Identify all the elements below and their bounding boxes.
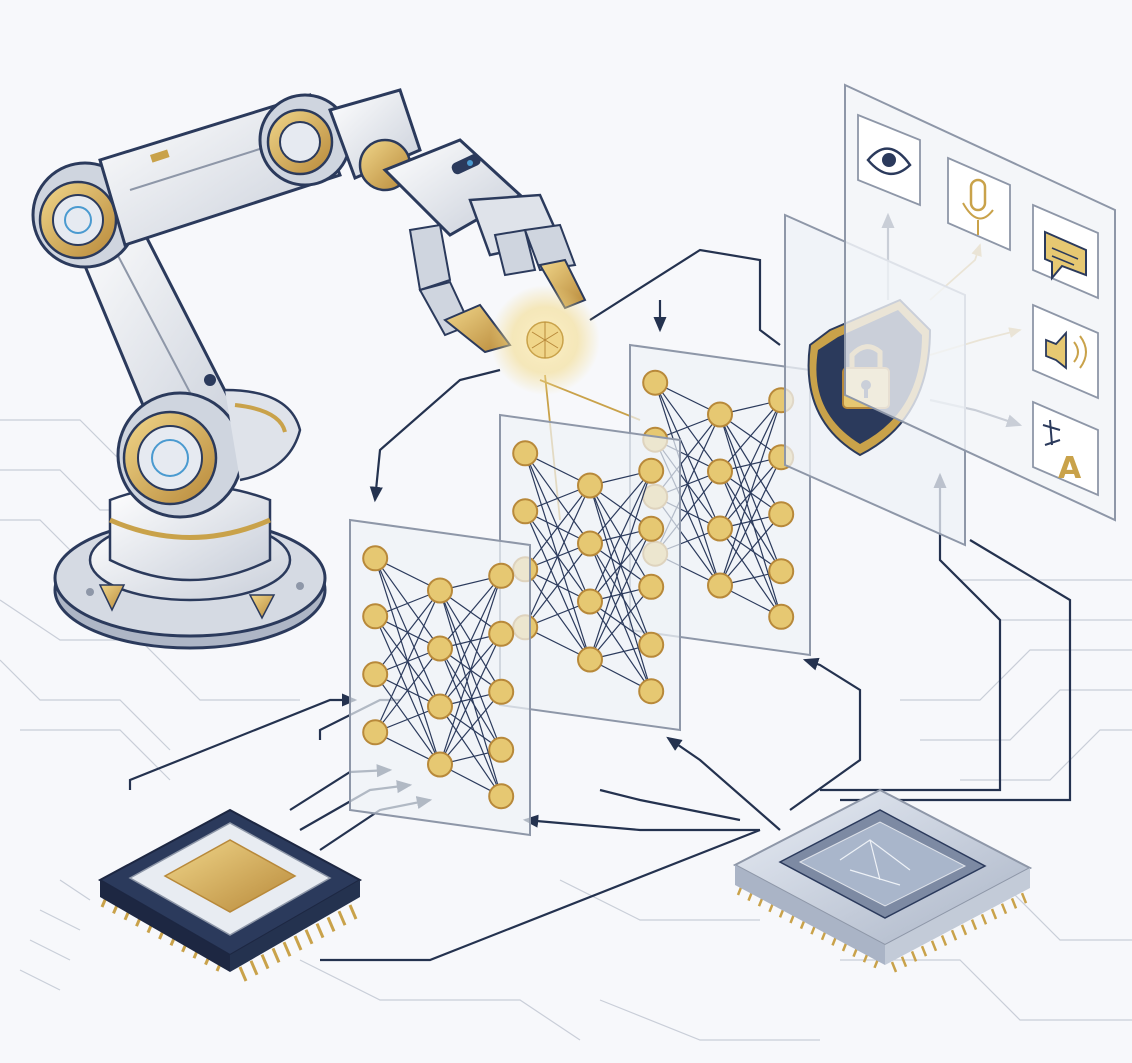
eye-icon: [857, 113, 921, 207]
neuron-node: [707, 572, 733, 599]
neuron-node: [638, 678, 665, 705]
neuron-node: [577, 530, 603, 557]
neuron-node: [362, 719, 389, 746]
speaker-icon: [1032, 303, 1099, 400]
neuron-node: [768, 501, 795, 528]
microphone-icon: [947, 156, 1011, 252]
chat-bubble-icon: [1032, 203, 1099, 300]
neuron-node: [512, 440, 539, 467]
neuron-node: [642, 369, 669, 396]
background-circuit-lines: [0, 419, 1132, 1041]
neuron-node: [707, 401, 733, 428]
neural-layer-panel: [499, 413, 681, 732]
neuron-node: [488, 562, 515, 589]
neuron-node: [577, 472, 603, 499]
data-orb: [490, 285, 600, 395]
gold-processor-chip: [97, 808, 363, 982]
chip-pins: [736, 884, 1028, 973]
robot-arm: [31, 88, 587, 650]
neuron-node: [707, 515, 733, 542]
translate-glyph: A: [1058, 451, 1082, 486]
neuron-node: [707, 458, 733, 485]
neuron-node: [577, 646, 603, 673]
translate-icon: A: [1032, 400, 1099, 497]
neuron-node: [512, 498, 539, 525]
neural-network-layers: [349, 343, 811, 837]
neuron-node: [427, 577, 453, 604]
neuron-node: [488, 678, 515, 705]
neuron-node: [362, 603, 389, 630]
neuron-node: [427, 751, 453, 778]
neuron-node: [488, 736, 515, 763]
neuron-node: [427, 635, 453, 662]
neuron-node: [638, 573, 665, 600]
neuron-node: [488, 783, 515, 810]
neuron-node: [488, 620, 515, 647]
neural-layer-panel: [349, 518, 531, 837]
output-icon-panel: A: [844, 83, 1116, 522]
neuron-node: [768, 603, 795, 630]
neuron-node: [577, 588, 603, 615]
neuron-node: [638, 515, 665, 542]
neuron-node: [638, 457, 665, 484]
neuron-node: [638, 631, 665, 658]
glass-processor-chip: [732, 788, 1033, 973]
neuron-node: [427, 693, 453, 720]
neuron-node: [768, 558, 795, 585]
neuron-node: [362, 545, 389, 572]
neuron-node: [362, 661, 389, 688]
